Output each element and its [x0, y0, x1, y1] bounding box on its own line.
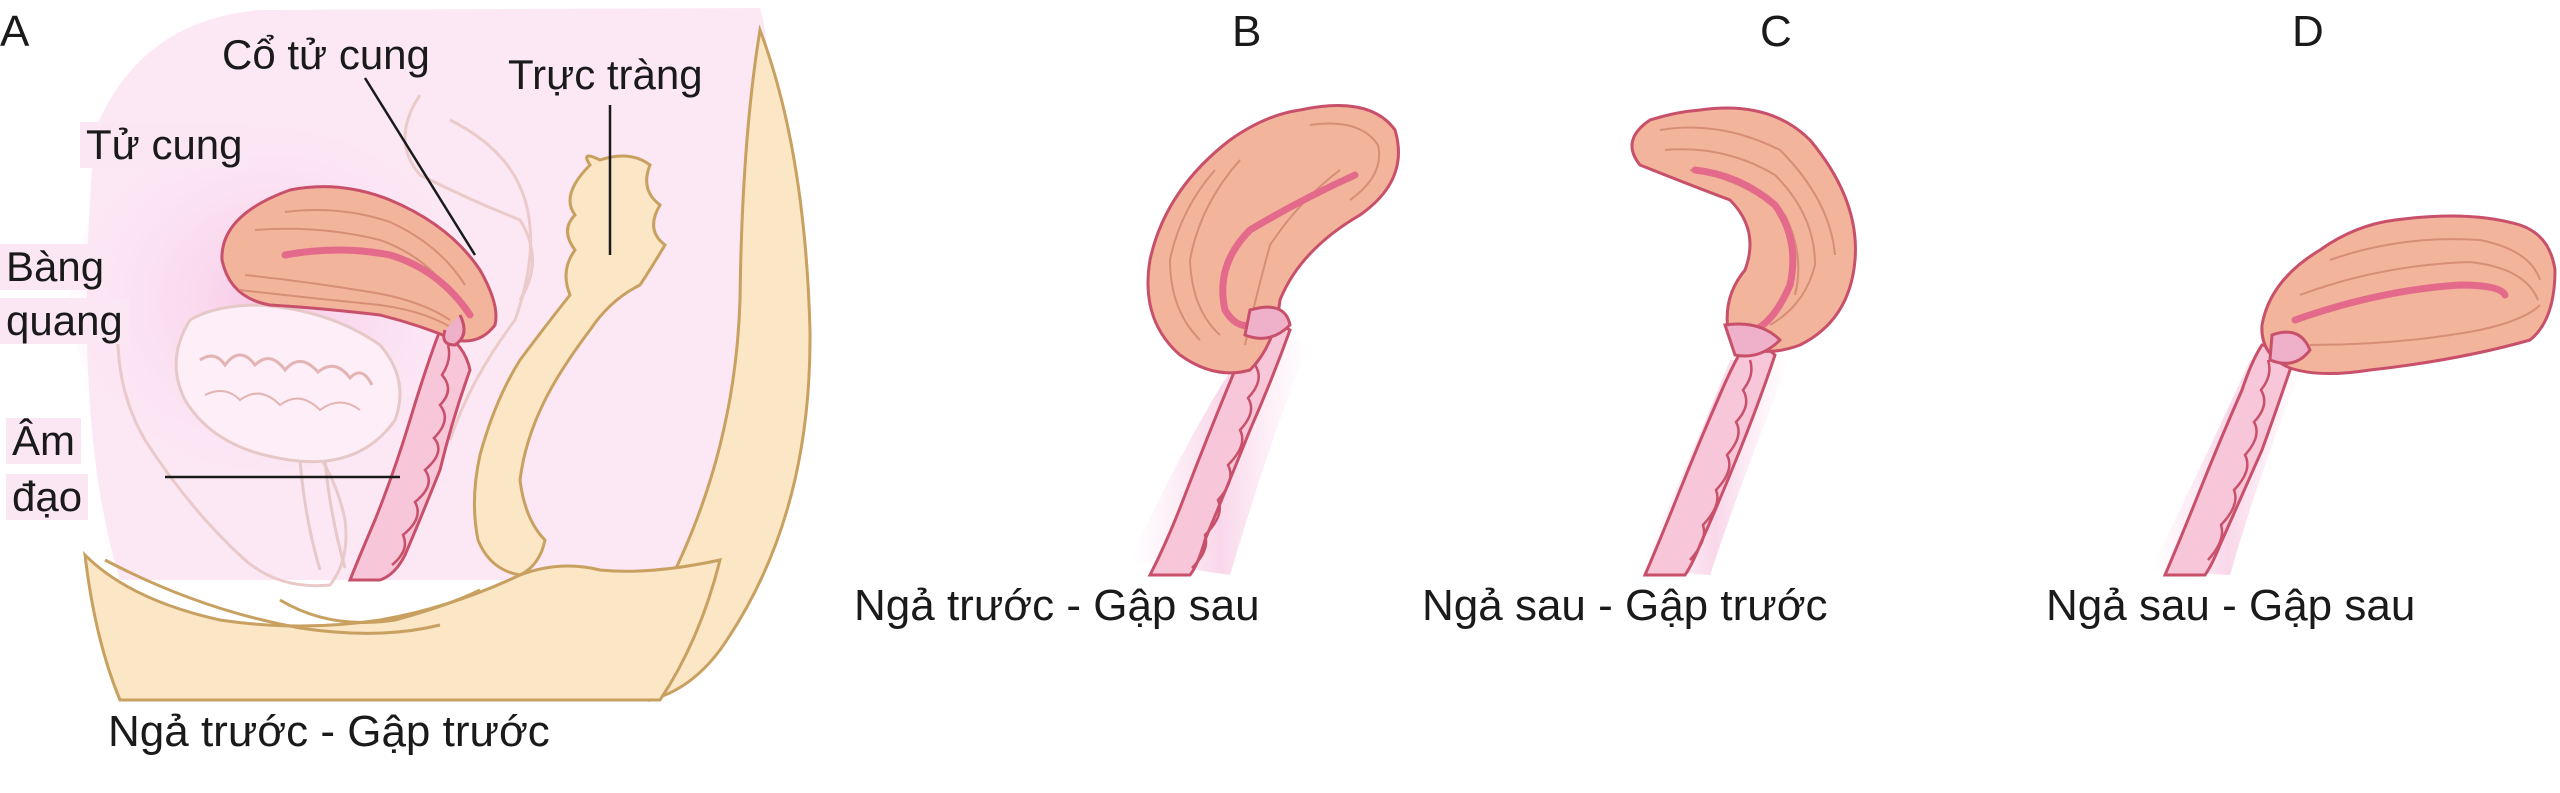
panel-d-illustration — [2150, 214, 2557, 577]
rectum-label: Trực tràng — [508, 51, 703, 98]
vagina-label-line1: Âm — [6, 417, 81, 465]
vagina-label-line2: đạo — [6, 473, 89, 521]
panel-b-caption: Ngả trước - Gập sau — [854, 581, 1260, 630]
vagina-a — [347, 327, 472, 582]
bladder-label-line2: quang — [0, 297, 129, 345]
bladder-label-line1: Bàng — [0, 243, 111, 291]
sacrum-tissue — [648, 24, 812, 702]
panel-a-letter: A — [0, 7, 30, 56]
vagina-d — [2162, 343, 2297, 577]
uterus-label: Tử cung — [80, 121, 249, 169]
uterus-a — [220, 185, 498, 347]
panel-a-illustration — [70, 8, 812, 702]
panel-b-illustration — [1130, 104, 1400, 577]
cervix-leader-line — [363, 77, 477, 256]
panel-b-letter: B — [1232, 7, 1262, 56]
panel-c-letter: C — [1760, 7, 1792, 56]
panel-d-caption: Ngả sau - Gập sau — [2046, 581, 2416, 630]
rectum — [472, 154, 667, 577]
panel-d-letter: D — [2292, 7, 2324, 56]
panel-c-illustration — [1630, 106, 1857, 577]
uterus-c — [1630, 106, 1857, 358]
vagina-c — [1642, 343, 1777, 577]
uterus-b — [1146, 104, 1400, 375]
uterus-d — [2260, 214, 2557, 376]
cervix-label: Cổ tử cung — [222, 31, 430, 78]
panel-c-caption: Ngả sau - Gập trước — [1422, 581, 1828, 630]
panel-a-caption: Ngả trước - Gập trước — [108, 707, 550, 756]
perineum-tissue — [83, 550, 723, 702]
pubic-bone — [116, 299, 348, 588]
